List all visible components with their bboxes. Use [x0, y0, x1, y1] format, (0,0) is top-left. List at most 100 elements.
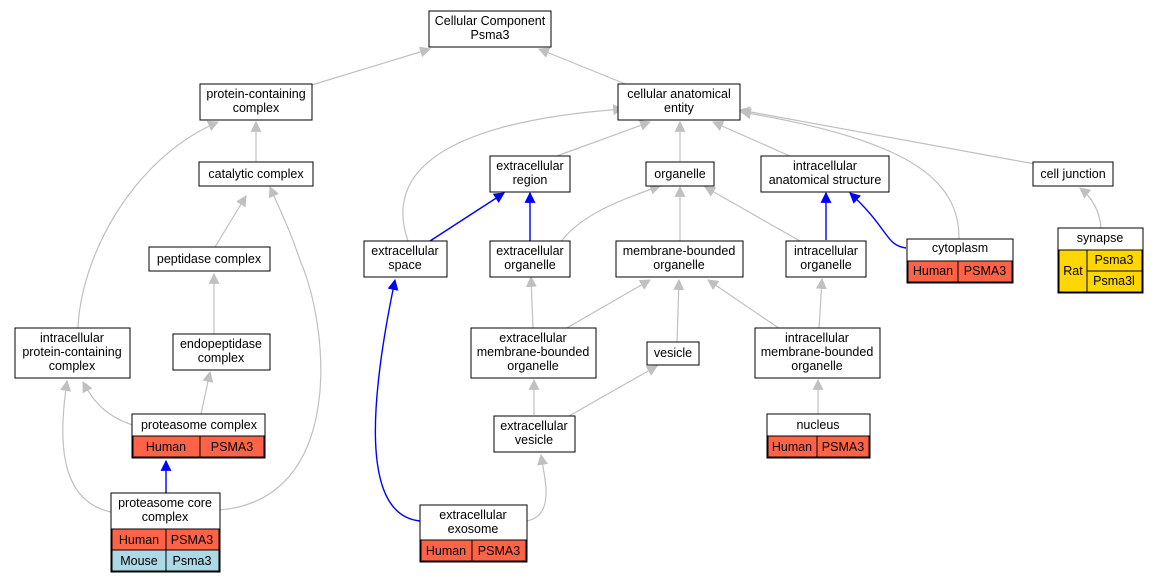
node-label: region: [513, 173, 548, 187]
gene-cell-psma3l: [1086, 270, 1143, 293]
nodes: Cellular Component Psma3 protein-contain…: [14, 10, 1144, 573]
node-nucleus[interactable]: nucleus Human PSMA3: [766, 413, 871, 459]
edge-extves-vesicle: [561, 365, 658, 421]
node-label: proteasome complex: [141, 418, 258, 432]
node-membrane-bounded-organelle[interactable]: membrane-bounded organelle: [615, 240, 744, 278]
node-label: organelle: [791, 359, 842, 373]
edge-proteasome-endopep: [200, 370, 214, 415]
node-box: [172, 333, 271, 371]
node-label: space: [388, 258, 421, 272]
node-catalytic-complex[interactable]: catalytic complex: [198, 161, 314, 187]
node-label: extracellular: [439, 508, 506, 522]
node-label: organelle: [654, 167, 705, 181]
edge-intorg-organelle: [704, 186, 801, 242]
node-label: extracellular: [499, 331, 566, 345]
node-box: [470, 327, 597, 379]
edge-core-catalytic: [218, 185, 322, 511]
node-cellular-anatomical-entity[interactable]: cellular anatomical entity: [617, 83, 741, 121]
edge-imbo-mbo: [707, 279, 781, 330]
edge-extspace-cae: [402, 104, 625, 242]
gene-label: PSMA3: [478, 544, 520, 558]
species-label: Human: [772, 440, 812, 454]
node-label: complex: [142, 510, 189, 524]
node-cell-junction[interactable]: cell junction: [1032, 161, 1114, 187]
node-vesicle[interactable]: vesicle: [646, 341, 700, 366]
node-cytoplasm[interactable]: cytoplasm Human PSMA3: [906, 238, 1014, 284]
edge-synapse-celljunction: [1079, 187, 1102, 229]
gene-label: Psma3: [1095, 253, 1134, 267]
node-box: [148, 246, 271, 272]
edge-cytoplasm-ias: [849, 192, 907, 249]
node-extracellular-organelle[interactable]: extracellular organelle: [489, 240, 571, 278]
edge-cae-root: [537, 47, 629, 86]
node-label: cell junction: [1040, 167, 1105, 181]
species-label: Human: [426, 544, 466, 558]
node-intracellular-organelle[interactable]: intracellular organelle: [785, 240, 867, 278]
node-synapse[interactable]: synapse Rat Psma3 Psma3l: [1057, 227, 1144, 294]
node-label: catalytic complex: [208, 167, 304, 181]
edge-ias-cae: [711, 120, 793, 158]
node-box: [645, 161, 715, 187]
node-box: [754, 327, 881, 379]
node-cellular-component[interactable]: Cellular Component Psma3: [428, 10, 552, 48]
node-label: intracellular: [794, 244, 858, 258]
node-extracellular-membrane-bounded-organelle[interactable]: extracellular membrane-bounded organelle: [470, 327, 597, 379]
node-label: cellular anatomical: [627, 87, 731, 101]
species-label: Mouse: [120, 554, 158, 568]
node-peptidase-complex[interactable]: peptidase complex: [148, 246, 271, 272]
node-proteasome-core-complex[interactable]: proteasome core complex Human PSMA3 Mous…: [110, 492, 221, 573]
edge-peptidase-catalytic: [214, 195, 247, 248]
gene-label: PSMA3: [822, 440, 864, 454]
edge-exosome-extspace: [374, 278, 421, 522]
edge-pcc-root: [304, 46, 432, 88]
node-label: membrane-bounded: [761, 345, 874, 359]
node-extracellular-exosome[interactable]: extracellular exosome Human PSMA3: [419, 504, 528, 563]
node-label: extracellular: [500, 419, 567, 433]
node-endopeptidase-complex[interactable]: endopeptidase complex: [172, 333, 271, 371]
edge-extorg-organelle: [559, 184, 662, 244]
node-label: entity: [664, 101, 695, 115]
node-organelle[interactable]: organelle: [645, 161, 715, 187]
node-label: proteasome core: [118, 496, 212, 510]
edges-is-a: [60, 46, 1102, 522]
node-box: [363, 240, 448, 278]
species-label: Human: [119, 533, 159, 547]
node-label: nucleus: [796, 418, 839, 432]
node-label: protein-containing: [22, 345, 121, 359]
node-box: [646, 341, 700, 366]
node-intracellular-protein-containing-complex[interactable]: intracellular protein-containing complex: [14, 327, 131, 379]
gene-label: PSMA3: [964, 264, 1006, 278]
node-proteasome-complex[interactable]: proteasome complex Human PSMA3: [131, 413, 266, 459]
node-intracellular-anatomical-structure[interactable]: intracellular anatomical structure: [760, 155, 890, 193]
node-label: anatomical structure: [769, 173, 882, 187]
node-box: [489, 155, 571, 193]
node-protein-containing-complex[interactable]: protein-containing complex: [199, 83, 313, 121]
edge-vesicle-mbo: [673, 278, 685, 343]
node-label: endopeptidase: [180, 337, 262, 351]
node-label: complex: [49, 359, 96, 373]
node-box: [199, 83, 313, 121]
gene-cell-psma3-mouse: [165, 549, 220, 572]
edge-extspace-extreg: [429, 192, 505, 242]
node-extracellular-space[interactable]: extracellular space: [363, 240, 448, 278]
edge-embo-extorg: [525, 275, 537, 330]
node-label: vesicle: [654, 346, 692, 360]
node-box: [617, 83, 741, 121]
node-label: vesicle: [515, 433, 553, 447]
node-label: organelle: [507, 359, 558, 373]
node-label: intracellular: [793, 159, 857, 173]
node-extracellular-vesicle[interactable]: extracellular vesicle: [493, 415, 576, 453]
node-label: Psma3: [471, 28, 510, 42]
edge-proteasome-ipcc: [82, 381, 134, 426]
node-intracellular-membrane-bounded-organelle[interactable]: intracellular membrane-bounded organelle: [754, 327, 881, 379]
node-label: complex: [233, 101, 280, 115]
gene-label: Psma3l: [1093, 274, 1135, 288]
node-box: [428, 10, 552, 48]
edge-imbo-intorg: [815, 277, 827, 330]
node-extracellular-region[interactable]: extracellular region: [489, 155, 571, 193]
gene-cell-psma3: [471, 539, 527, 562]
node-label: intracellular: [785, 331, 849, 345]
node-label: extracellular: [496, 244, 563, 258]
node-label: extracellular: [496, 159, 563, 173]
